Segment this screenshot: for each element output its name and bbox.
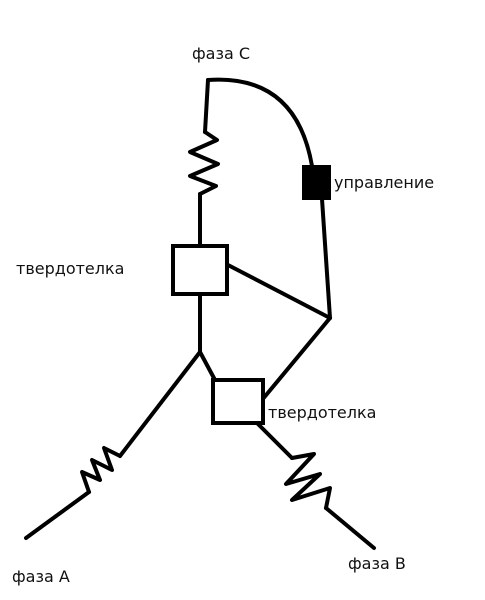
phase-a-wire-upper xyxy=(118,350,202,458)
junction-to-thyristor-bottom-wire xyxy=(260,316,332,402)
control-wire-down xyxy=(320,197,332,320)
thyristor-top-to-junction-wire xyxy=(226,263,332,320)
label-thyristor-top: твердотелка xyxy=(16,259,124,278)
label-control: управление xyxy=(334,173,434,192)
label-phase-b: фаза В xyxy=(348,554,406,573)
thyristor-top-box xyxy=(171,244,229,296)
phase-c-resistor xyxy=(188,130,220,196)
label-phase-a: фаза А xyxy=(12,567,70,586)
label-phase-c: фаза С xyxy=(192,44,250,63)
thyristor-bottom-box xyxy=(211,378,265,425)
phase-b-wire-lower xyxy=(324,506,376,550)
phase-a-resistor xyxy=(80,446,122,494)
star-to-thyristor-bottom-wire xyxy=(198,350,217,382)
control-wire-curve xyxy=(206,77,314,168)
phase-a-wire-lower xyxy=(24,490,91,540)
phase-b-wire-upper xyxy=(256,422,294,460)
label-thyristor-bottom: твердотелка xyxy=(268,403,376,422)
phase-c-wire-top xyxy=(203,78,210,134)
phase-b-resistor xyxy=(284,452,332,510)
control-element xyxy=(302,165,331,200)
